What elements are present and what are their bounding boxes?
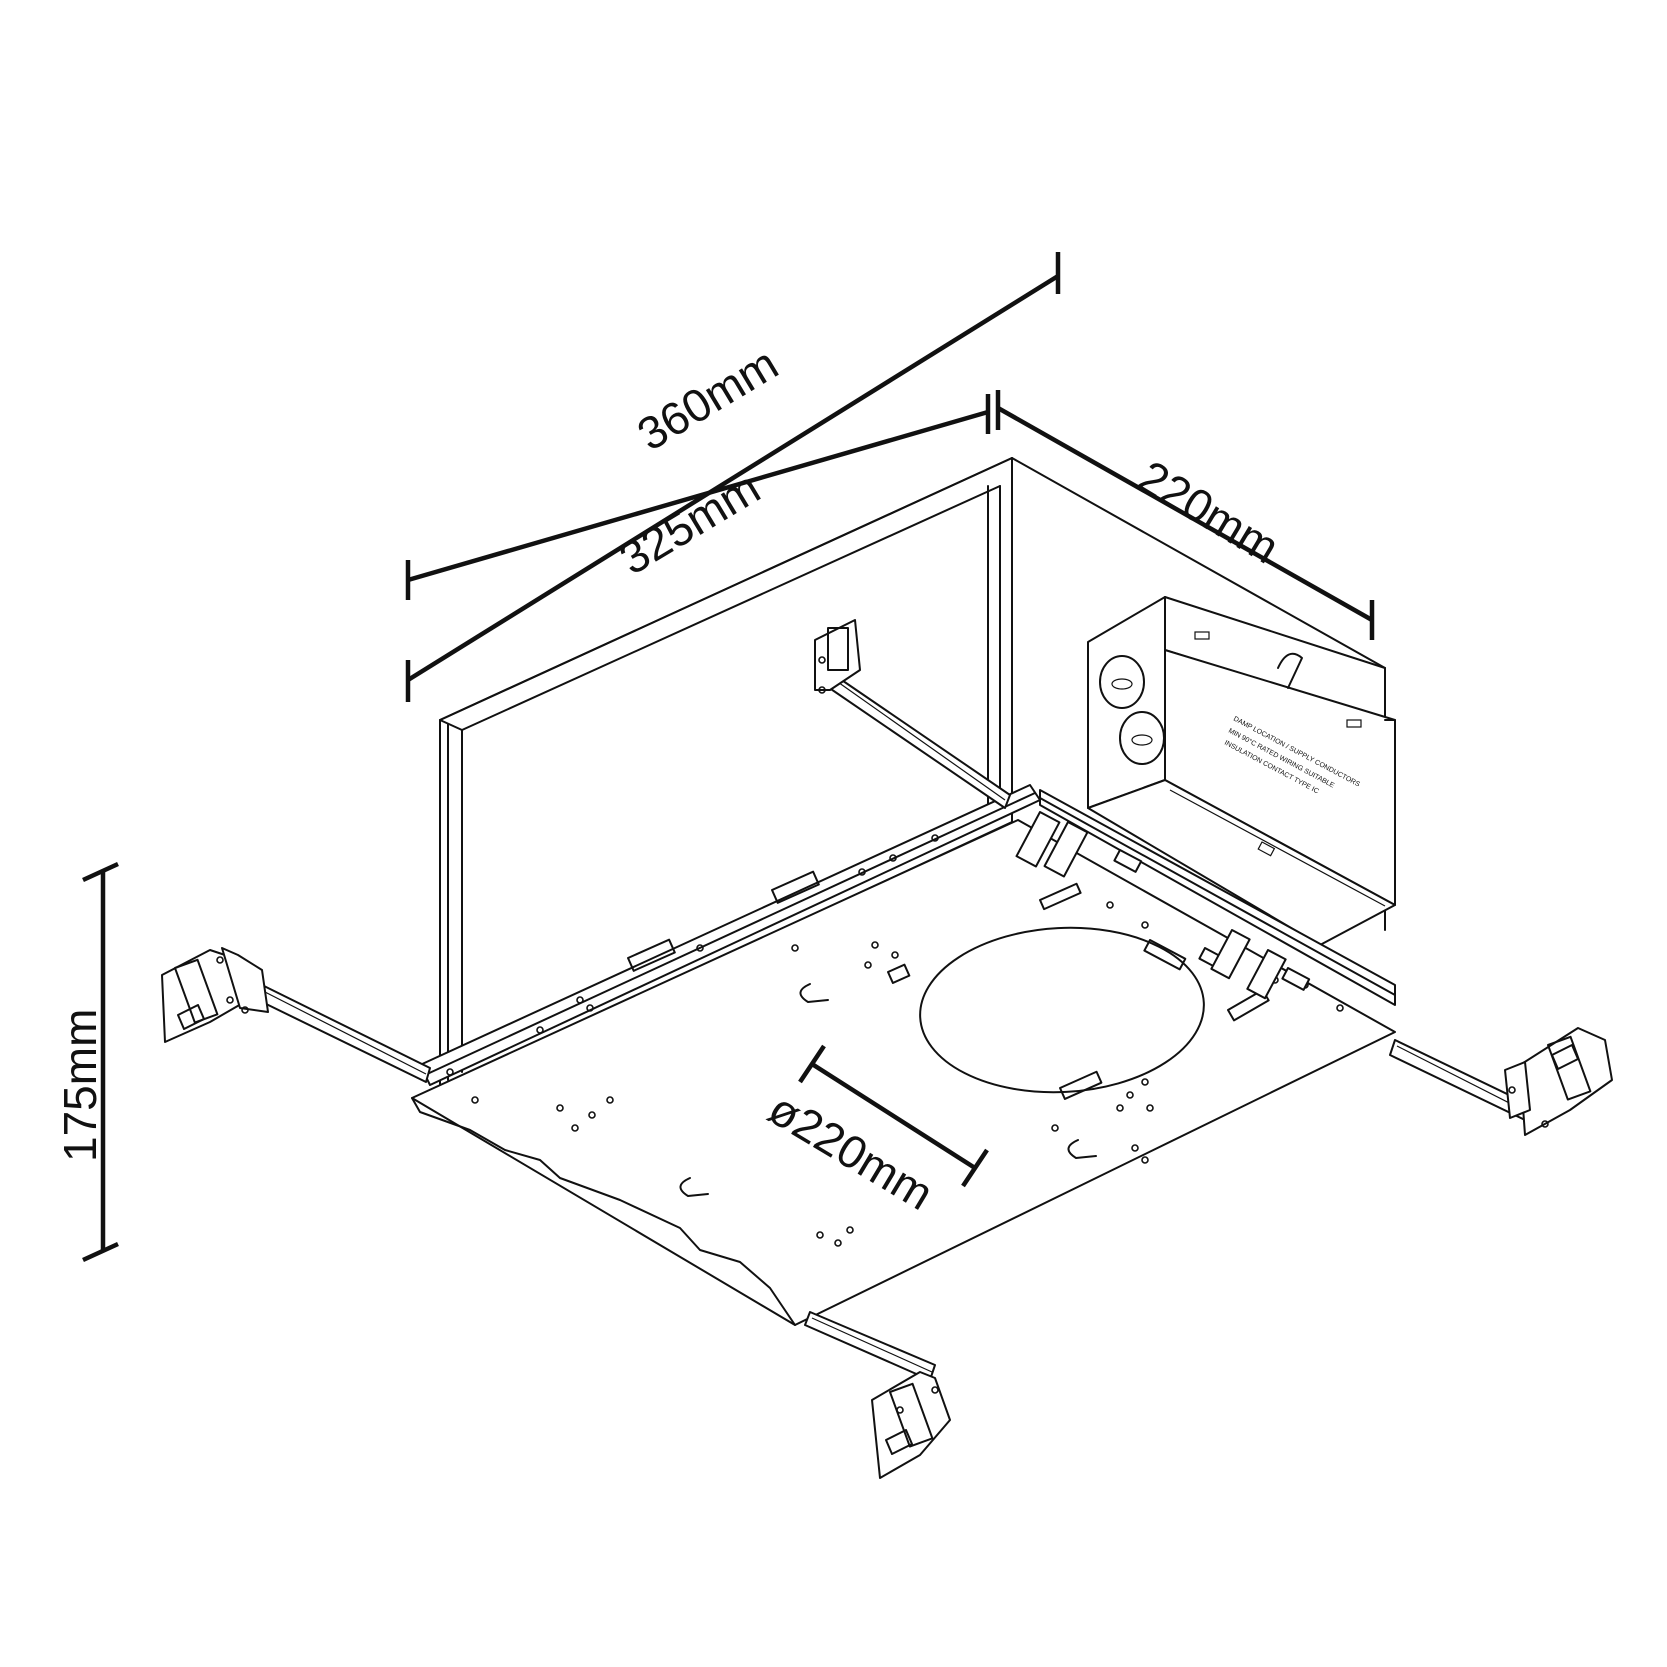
hanger-bar-right [1389,1027,1613,1136]
dimension-175 [82,861,119,1263]
dimension-220-label: 220mm [1130,450,1288,574]
side-brackets [1015,811,1311,1000]
dimension-325-label: 325mm [610,461,768,585]
aperture-opening [919,926,1205,1094]
hanger-bar-front [804,1311,951,1479]
hanger-bar-left [161,947,431,1083]
dimension-360-label: 360mm [628,337,786,461]
dimension-360 [405,252,1061,702]
dimension-aperture [798,1044,989,1188]
dimension-325 [405,394,991,600]
mounting-plate [411,784,1396,1326]
hanger-bar-back [814,619,1011,809]
dimension-220-depth [995,390,1375,640]
junction-box: DAMP LOCATION / SUPPLY CONDUCTORS MIN 90… [1087,596,1396,946]
dimension-175-label: 175mm [54,1009,106,1162]
